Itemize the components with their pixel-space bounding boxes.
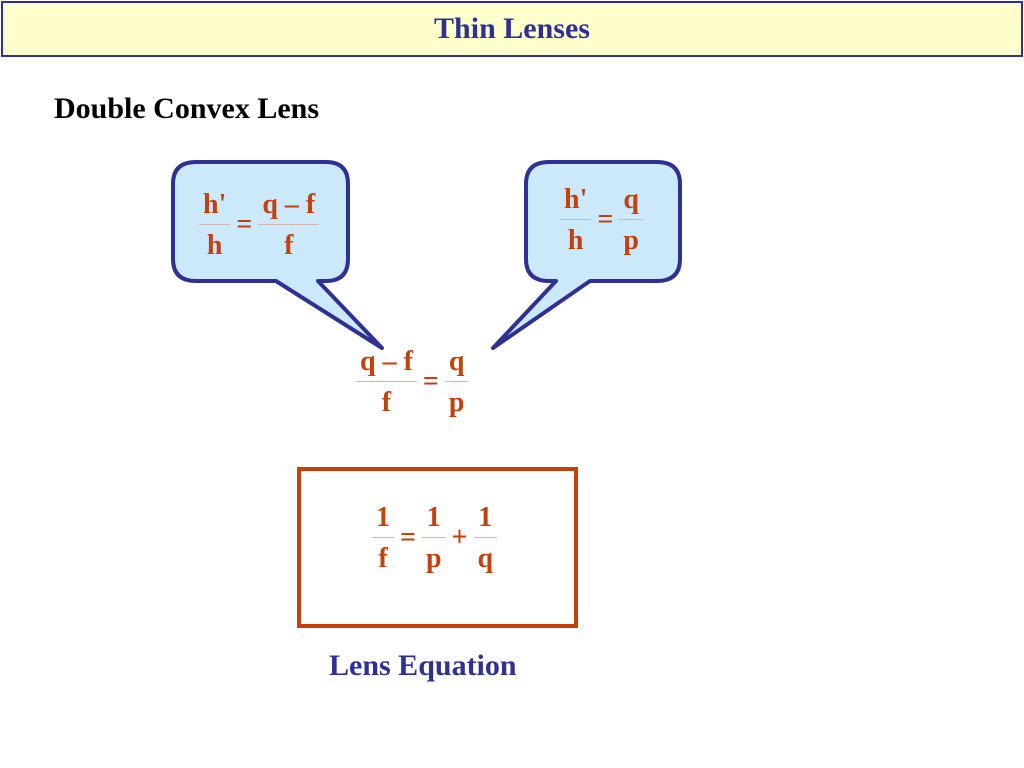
lens-equation: 1 f = 1 p + 1 q bbox=[372, 502, 498, 575]
fraction-q-minus-f-over-f: q – f f bbox=[258, 189, 320, 262]
magnification-equation-right: h' h = q p bbox=[560, 185, 643, 256]
equals-sign: = bbox=[400, 522, 416, 554]
numerator: h' bbox=[203, 189, 227, 220]
numerator: 1 bbox=[426, 502, 441, 533]
lens-equation-caption: Lens Equation bbox=[329, 649, 517, 682]
denominator: f bbox=[381, 387, 392, 419]
equals-sign: = bbox=[422, 366, 439, 398]
fraction-one-over-f: 1 f bbox=[372, 503, 394, 574]
denominator: p bbox=[623, 225, 639, 257]
denominator: q bbox=[477, 543, 494, 575]
denominator: h bbox=[567, 225, 584, 257]
denominator: p bbox=[425, 543, 442, 575]
fraction-q-minus-f-over-f: q – f f bbox=[356, 347, 417, 418]
combined-equation: q – f f = q p bbox=[356, 346, 469, 419]
numerator: h' bbox=[564, 184, 588, 215]
fraction-bar bbox=[372, 537, 394, 539]
fraction-one-over-p: 1 p bbox=[421, 502, 446, 575]
fraction-bar bbox=[444, 381, 469, 383]
equals-sign: = bbox=[236, 209, 253, 241]
numerator: 1 bbox=[376, 502, 390, 533]
fraction-h-prime-over-h: h' h bbox=[199, 189, 231, 262]
fraction-bar bbox=[258, 224, 320, 226]
equals-sign: = bbox=[597, 204, 614, 236]
denominator: p bbox=[448, 387, 465, 419]
fraction-h-prime-over-h: h' h bbox=[560, 184, 592, 257]
fraction-one-over-q: 1 q bbox=[473, 502, 498, 575]
numerator: q bbox=[448, 346, 465, 377]
denominator: f bbox=[284, 230, 294, 262]
lens-equation-box bbox=[297, 467, 578, 628]
fraction-q-over-p: q p bbox=[444, 346, 469, 419]
fraction-bar bbox=[473, 537, 498, 539]
fraction-bar bbox=[619, 219, 643, 221]
page-title: Thin Lenses bbox=[434, 12, 590, 45]
numerator: 1 bbox=[478, 502, 493, 533]
magnification-equation-left: h' h = q – f f bbox=[199, 189, 320, 262]
title-bar: Thin Lenses bbox=[1, 1, 1023, 57]
fraction-bar bbox=[356, 381, 417, 383]
numerator: q – f bbox=[262, 189, 316, 220]
fraction-bar bbox=[199, 224, 231, 226]
denominator: f bbox=[378, 543, 388, 575]
numerator: q bbox=[623, 184, 639, 215]
denominator: h bbox=[206, 230, 223, 262]
fraction-bar bbox=[560, 219, 592, 221]
plus-sign: + bbox=[451, 522, 468, 554]
fraction-bar bbox=[421, 537, 446, 539]
fraction-q-over-p: q p bbox=[619, 185, 643, 256]
section-heading: Double Convex Lens bbox=[54, 92, 320, 125]
numerator: q – f bbox=[360, 346, 413, 377]
